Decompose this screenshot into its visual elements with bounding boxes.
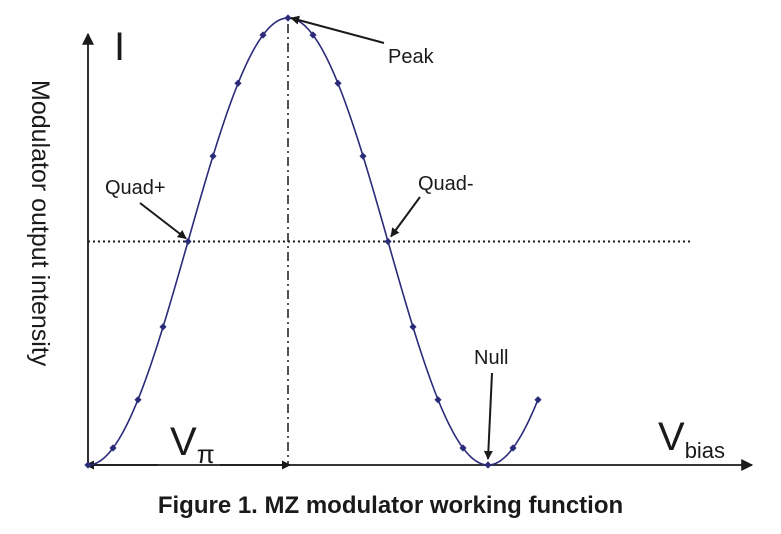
vpi-label: Vπ bbox=[170, 420, 215, 469]
annotation-arrow-null bbox=[483, 372, 493, 460]
data-point-marker bbox=[134, 396, 142, 404]
data-point-marker bbox=[384, 237, 392, 246]
figure-caption: Figure 1. MZ modulator working function bbox=[157, 492, 624, 519]
annotation-arrow-quad bbox=[390, 196, 421, 238]
data-point-marker bbox=[484, 461, 492, 469]
data-point-marker bbox=[334, 79, 342, 87]
annotation-label-quad: Quad+ bbox=[105, 177, 166, 199]
data-point-marker bbox=[309, 31, 317, 39]
data-point-marker bbox=[159, 323, 167, 331]
x-axis-label-sub: bias bbox=[685, 438, 725, 463]
vpi-label-main: V bbox=[170, 420, 197, 464]
series-group bbox=[84, 14, 542, 469]
data-point-marker bbox=[509, 444, 517, 452]
y-axis-label: Modulator output intensity bbox=[26, 80, 54, 367]
data-point-marker bbox=[184, 237, 192, 246]
data-point-marker bbox=[209, 152, 217, 160]
data-point-marker bbox=[284, 14, 292, 22]
x-axis-label-main: V bbox=[658, 415, 685, 459]
annotation-arrow-quad bbox=[139, 202, 187, 240]
annotation-arrow-peak bbox=[290, 15, 385, 44]
data-point-marker bbox=[459, 444, 467, 452]
data-point-marker bbox=[259, 31, 267, 39]
x-axis-label: Vbias bbox=[658, 415, 725, 463]
data-point-marker bbox=[109, 444, 117, 452]
data-point-marker bbox=[434, 396, 442, 404]
data-point-marker bbox=[234, 79, 242, 87]
data-point-marker bbox=[84, 461, 92, 469]
data-point-marker bbox=[534, 396, 542, 404]
vpi-span: Vπ bbox=[85, 420, 291, 470]
data-point-marker bbox=[359, 152, 367, 160]
annotation-label-peak: Peak bbox=[388, 46, 435, 68]
vpi-label-sub: π bbox=[197, 439, 215, 469]
annotation-label-quad: Quad- bbox=[418, 173, 474, 195]
annotation-label-null: Null bbox=[474, 347, 508, 369]
y-axis-symbol: I bbox=[114, 25, 125, 69]
data-point-marker bbox=[409, 323, 417, 331]
